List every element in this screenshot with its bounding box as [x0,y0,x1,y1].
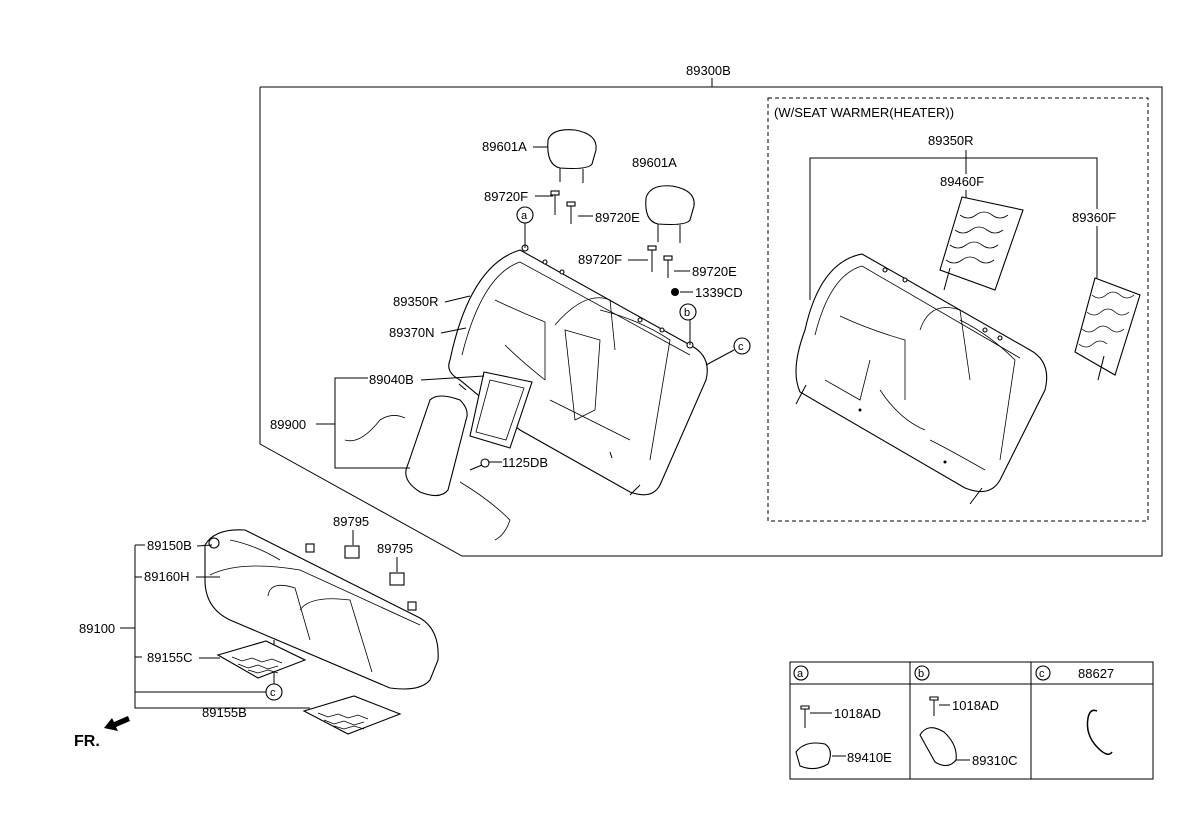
label-89720E-1: 89720E [595,210,640,225]
callout-c [733,337,751,355]
warmer-seatback-drawing [795,253,1048,505]
label-89795-1: 89795 [333,514,369,529]
front-indicator: FR. [74,716,130,750]
table-callout-a [793,665,809,681]
label-1018AD-a: 1018AD [834,706,881,721]
trim-icon-89410E [795,742,831,770]
bolt-icon [480,458,490,468]
label-1018AD-b: 1018AD [952,698,999,713]
label-front: FR. [74,733,100,750]
heater-mat-cushion-b [302,695,402,735]
label-89900: 89900 [270,417,306,432]
headrest-right: 89601A [632,155,695,243]
label-88627: 88627 [1078,666,1114,681]
label-89370N: 89370N [389,325,435,340]
label-89155B: 89155B [202,705,247,720]
callouts-main: a b c [516,206,751,355]
heater-mat-back-lower [1074,277,1141,381]
label-89795-2: 89795 [377,541,413,556]
headrest-guides: 89720F 89720E 89720F 89720E 1339CD [484,189,743,300]
label-w-89460F: 89460F [940,174,984,189]
svg-text:b: b [918,668,924,680]
heater-mat-back-upper [939,196,1024,291]
headrest-left: 89601A [482,129,597,183]
label-1339CD: 1339CD [695,285,743,300]
svg-text:a: a [797,668,804,680]
detail-table: a 1018AD 89410E b 1018AD 89310C c 88627 [789,661,1154,780]
label-89100: 89100 [79,621,115,636]
label-89155C: 89155C [147,650,193,665]
label-w-89360F: 89360F [1072,210,1116,225]
svg-text:c: c [1039,668,1045,680]
svg-text:b: b [684,307,690,319]
seat-cushion: 89150B 89160H 89100 89155C 89155B c 8979… [79,514,439,735]
label-89720F-1: 89720F [484,189,528,204]
wire-clip-icon [1086,709,1113,755]
front-arrow-icon [104,716,130,731]
label-89160H: 89160H [144,569,190,584]
label-89350R: 89350R [393,294,439,309]
callout-a [516,206,534,224]
label-89601A-right: 89601A [632,155,677,170]
label-89601A-left: 89601A [482,139,527,154]
seat-warmer-box: (W/SEAT WARMER(HEATER)) 89350R 89460F 89… [767,97,1149,522]
nut-icon [671,288,679,296]
label-89720E-2: 89720E [692,264,737,279]
label-warmer-title: (W/SEAT WARMER(HEATER)) [774,105,954,120]
label-89310C: 89310C [972,753,1018,768]
table-callout-b [914,665,930,681]
label-1125DB: 1125DB [502,455,548,470]
svg-text:c: c [270,687,276,699]
trim-icon-89310C [919,727,957,767]
assembly-outline: 89300B [259,63,1163,557]
armrest: 89040B 89900 1125DB [270,371,548,541]
svg-text:a: a [521,210,528,222]
label-w-89350R: 89350R [928,133,974,148]
label-89300B: 89300B [686,63,731,78]
heater-mat-cushion-c [216,640,307,679]
seatback-main: 89350R 89370N [389,220,735,496]
label-89150B: 89150B [147,538,192,553]
label-89720F-2: 89720F [578,252,622,267]
label-89410E: 89410E [847,750,892,765]
label-89040B: 89040B [369,372,414,387]
screw-icon-a [800,705,810,710]
callout-b [679,303,697,321]
svg-text:c: c [738,341,744,353]
screw-icon-b [929,696,939,701]
table-callout-c [1035,665,1051,681]
